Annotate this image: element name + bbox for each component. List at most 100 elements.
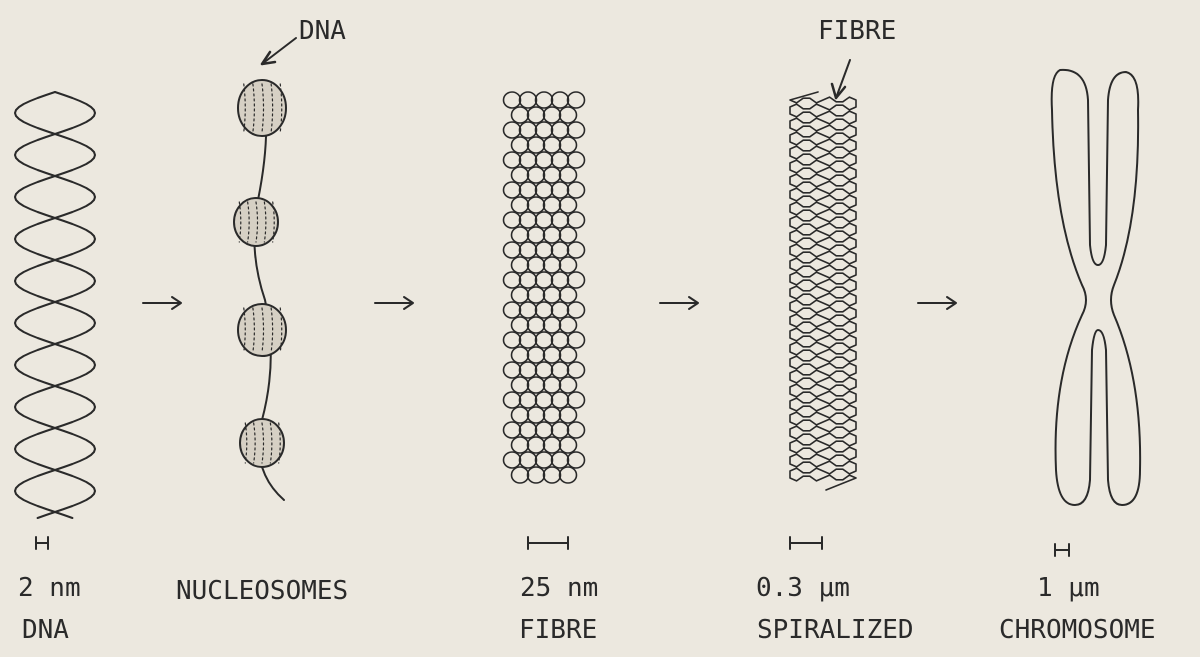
fibre-bead	[560, 257, 577, 273]
fibre-bead	[560, 317, 577, 333]
fibre-bead	[560, 197, 577, 213]
fibre-bead	[568, 392, 585, 408]
fibre-bead	[568, 212, 585, 228]
chromosome-stage-label: CHROMOSOME	[999, 617, 1156, 643]
fibre-bead	[536, 182, 553, 198]
fibre-bead	[528, 407, 545, 423]
spiralized-fibre	[790, 92, 856, 490]
fibre-bead	[544, 407, 561, 423]
fibre-bead	[512, 137, 529, 153]
fibre-bead	[536, 212, 553, 228]
fibre-bead	[568, 122, 585, 138]
fibre-bead	[528, 197, 545, 213]
fibre-bead	[520, 152, 537, 168]
fibre-bead	[536, 92, 553, 108]
fibre-bead	[520, 182, 537, 198]
nucleosome-chain	[234, 80, 286, 500]
fibre-bead	[560, 437, 577, 453]
fibre-bead	[504, 302, 521, 318]
fibre-stage-label: FIBRE	[519, 617, 597, 643]
fibre-bead	[504, 332, 521, 348]
fibre-bead	[544, 197, 561, 213]
fibre-bead	[568, 242, 585, 258]
fibre-bead	[536, 302, 553, 318]
fibre-bead	[544, 227, 561, 243]
fibre-bead	[504, 272, 521, 288]
chromosome-outline	[1052, 70, 1140, 505]
fibre-bead	[520, 122, 537, 138]
fibre-bead	[512, 317, 529, 333]
fibre-bead	[512, 227, 529, 243]
fibre-bead	[528, 287, 545, 303]
fibre-bead	[552, 212, 569, 228]
fibre-bead	[528, 227, 545, 243]
fibre-bead	[520, 212, 537, 228]
nucleosome-bead	[234, 198, 278, 246]
fibre-bead	[568, 272, 585, 288]
fibre-bead	[528, 467, 545, 483]
fibre-bead	[528, 317, 545, 333]
dna-scale-label: 2 nm	[18, 575, 81, 601]
fibre-bead	[528, 377, 545, 393]
fibre-bead	[544, 377, 561, 393]
fibre-bead	[560, 467, 577, 483]
fibre-bead	[536, 452, 553, 468]
fibre-bead	[552, 452, 569, 468]
fibre-bead	[552, 422, 569, 438]
fibre-bead	[568, 302, 585, 318]
fibre-bead	[544, 107, 561, 123]
chromosome-scale-label: 1 μm	[1037, 575, 1100, 601]
fibre-bead	[536, 362, 553, 378]
fibre-bead	[504, 362, 521, 378]
fibre-bead	[552, 332, 569, 348]
fibre-scale-label: 25 nm	[520, 575, 598, 601]
fibre-bead	[520, 332, 537, 348]
fibre-bead	[520, 242, 537, 258]
scale-bar-25nm	[528, 537, 568, 549]
fibre-bead	[520, 452, 537, 468]
scale-bar-1um	[1055, 544, 1069, 556]
arrow-nucleosomes-to-fibre	[375, 297, 413, 309]
fibre-bead	[512, 287, 529, 303]
arrow-spiralized-to-chromosome	[918, 297, 956, 309]
fibre-bead	[520, 362, 537, 378]
scale-bar-0-3um	[790, 537, 822, 549]
fibre-bead	[544, 137, 561, 153]
fibre-bead	[512, 437, 529, 453]
fibre-bead	[512, 347, 529, 363]
fibre-bead	[560, 107, 577, 123]
fibre-bead	[504, 212, 521, 228]
fibre-bead	[544, 287, 561, 303]
fibre-bead	[544, 167, 561, 183]
nucleosome-bead	[238, 304, 286, 356]
fibre-bead	[520, 392, 537, 408]
fibre-bead	[536, 422, 553, 438]
fibre-bead	[560, 347, 577, 363]
nucleosome-bead	[238, 80, 286, 136]
solenoid-fibre	[504, 92, 585, 483]
fibre-bead	[528, 257, 545, 273]
dna-callout-label: DNA	[299, 18, 346, 44]
arrow-dna-to-nucleosomes	[143, 297, 181, 309]
fibre-bead	[520, 272, 537, 288]
fibre-bead	[560, 377, 577, 393]
fibre-bead	[552, 392, 569, 408]
fibre-bead	[544, 317, 561, 333]
fibre-bead	[504, 122, 521, 138]
fibre-bead	[552, 152, 569, 168]
fibre-bead	[512, 377, 529, 393]
fibre-bead	[568, 362, 585, 378]
fibre-bead	[552, 122, 569, 138]
fibre-bead	[552, 362, 569, 378]
fibre-bead	[536, 392, 553, 408]
spiralized-scale-label: 0.3 μm	[756, 575, 850, 601]
fibre-bead	[528, 107, 545, 123]
fibre-bead	[544, 257, 561, 273]
fibre-bead	[504, 152, 521, 168]
fibre-bead	[544, 467, 561, 483]
fibre-bead	[520, 302, 537, 318]
fibre-bead	[512, 407, 529, 423]
nucleosome-bead	[240, 419, 284, 467]
